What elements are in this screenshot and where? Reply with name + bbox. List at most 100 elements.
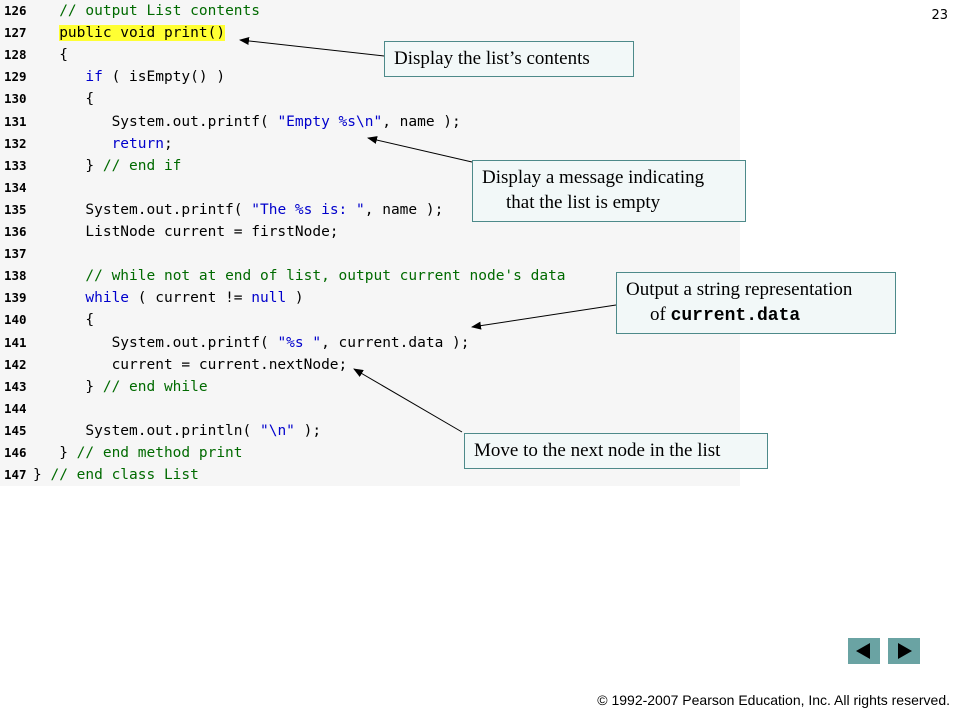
- line-number: 131: [4, 113, 27, 129]
- code-text: {: [33, 88, 94, 110]
- line-number: 134: [4, 179, 27, 195]
- callout-text-of: of: [650, 304, 671, 325]
- code-token: ( isEmpty() ): [102, 69, 226, 86]
- copyright-footer: © 1992-2007 Pearson Education, Inc. All …: [597, 692, 950, 708]
- code-text: {: [33, 309, 94, 331]
- code-keyword: null: [251, 290, 287, 307]
- code-token: , current.data );: [321, 334, 470, 351]
- code-keyword: while: [85, 290, 130, 307]
- code-token: System.out.println(: [33, 422, 260, 439]
- line-number: 145: [4, 422, 27, 438]
- code-token: {: [33, 312, 95, 329]
- code-text: current = current.nextNode;: [33, 354, 348, 376]
- line-number: 132: [4, 135, 27, 151]
- code-comment: // end while: [102, 378, 208, 395]
- code-text: // output List contents: [33, 0, 260, 22]
- callout-next-node: Move to the next node in the list: [464, 433, 768, 469]
- code-string: "%s ": [277, 334, 322, 351]
- code-text: public void print(): [33, 22, 226, 44]
- code-string: "\n": [259, 422, 295, 439]
- line-number: 143: [4, 378, 27, 394]
- code-text: while ( current != null ): [33, 287, 304, 309]
- code-text: {: [33, 44, 68, 66]
- code-token: ( current !=: [129, 290, 252, 307]
- arrow-output-string: [471, 304, 617, 330]
- code-text: System.out.printf( "The %s is: ", name )…: [33, 199, 443, 221]
- callout-text: Move to the next node in the list: [474, 440, 721, 461]
- callout-text-line1: Display a message indicating: [482, 167, 705, 188]
- next-slide-button[interactable]: [888, 638, 920, 664]
- code-token: ;: [163, 135, 173, 152]
- code-comment: // end method print: [76, 445, 243, 461]
- code-token: current = current.nextNode;: [33, 356, 348, 373]
- line-number: 146: [4, 445, 27, 460]
- code-string: "Empty %s\n": [277, 113, 383, 130]
- line-number: 135: [4, 201, 27, 217]
- line-number: 136: [4, 224, 27, 239]
- line-number: 133: [4, 157, 27, 173]
- previous-slide-button[interactable]: [848, 638, 880, 664]
- code-token: }: [33, 378, 103, 395]
- line-number: 139: [4, 290, 27, 306]
- code-highlight: public void print(): [59, 25, 226, 42]
- line-number: 142: [4, 356, 27, 372]
- triangle-right-icon: [898, 643, 912, 659]
- arrow-display-contents: [239, 37, 385, 57]
- code-token: {: [33, 91, 95, 108]
- line-number: 144: [4, 400, 27, 416]
- code-comment: // output List contents: [59, 3, 260, 19]
- code-token: System.out.printf(: [33, 334, 278, 351]
- code-token: {: [33, 47, 68, 64]
- line-number: 128: [4, 47, 27, 63]
- code-comment: // end if: [102, 157, 182, 174]
- code-token: System.out.printf(: [33, 201, 252, 218]
- callout-text-line2: that the list is empty: [506, 192, 661, 213]
- line-number: 126: [4, 3, 27, 18]
- arrow-next-node: [353, 368, 463, 433]
- callout-output-string: Output a string representation of curren…: [616, 272, 896, 334]
- arrow-empty-message: [367, 136, 473, 163]
- line-number: 141: [4, 334, 27, 350]
- code-token: }: [33, 445, 77, 461]
- line-number: 127: [4, 25, 27, 41]
- code-token: );: [294, 422, 322, 439]
- callout-text-line2: of current.data: [626, 302, 886, 329]
- line-number: 140: [4, 312, 27, 328]
- code-token: , name );: [382, 113, 461, 130]
- code-text: // while not at end of list, output curr…: [33, 265, 566, 287]
- code-token: System.out.printf(: [33, 113, 278, 130]
- code-text: ListNode current = firstNode;: [33, 221, 339, 243]
- callout-text: Display the list’s contents: [394, 48, 590, 69]
- code-text: } // end class List: [33, 464, 199, 486]
- code-text: System.out.println( "\n" );: [33, 420, 321, 442]
- line-number: 137: [4, 246, 27, 262]
- code-listing: 126 // output List contents 127 public vo…: [4, 0, 566, 486]
- code-string: "The %s is: ": [251, 201, 365, 218]
- line-number: 147: [4, 467, 27, 483]
- line-number: 129: [4, 69, 27, 85]
- code-token: ListNode current = firstNode;: [33, 224, 339, 240]
- line-number: 138: [4, 268, 27, 284]
- callout-code-current-data: current.data: [670, 306, 801, 326]
- code-comment: // end class List: [50, 467, 199, 484]
- code-text: if ( isEmpty() ): [33, 66, 225, 88]
- callout-text-line1: Output a string representation: [626, 279, 853, 300]
- code-text: } // end method print: [33, 442, 243, 464]
- callout-display-contents: Display the list’s contents: [384, 41, 634, 77]
- callout-empty-message: Display a message indicating that the li…: [472, 160, 746, 222]
- code-token: ): [286, 290, 304, 307]
- code-text: } // end if: [33, 155, 181, 177]
- code-token: , name );: [364, 201, 444, 218]
- code-text: System.out.printf( "%s ", current.data )…: [33, 332, 470, 354]
- triangle-left-icon: [856, 643, 870, 659]
- code-comment: // while not at end of list, output curr…: [85, 268, 566, 285]
- line-number: 130: [4, 91, 27, 107]
- code-text: return;: [33, 133, 173, 155]
- code-token: }: [33, 467, 51, 484]
- code-text: } // end while: [33, 376, 208, 398]
- code-keyword: return: [111, 135, 164, 152]
- code-keyword: if: [85, 69, 103, 86]
- code-token: }: [33, 157, 103, 174]
- page-number: 23: [931, 8, 948, 23]
